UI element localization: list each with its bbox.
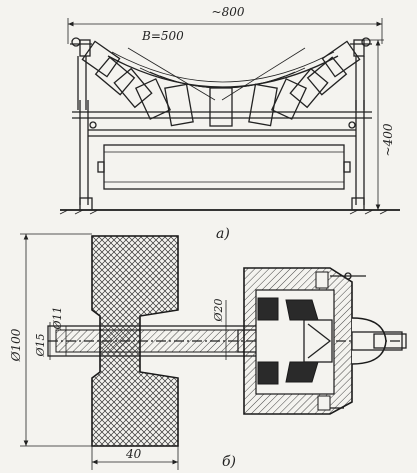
len40-label: 40 <box>125 447 142 461</box>
right-wing-bracket <box>350 37 372 110</box>
caption-b: б) <box>222 454 236 470</box>
roller <box>321 40 361 78</box>
left-wing-bracket <box>70 37 92 110</box>
conveyor-belt <box>107 55 339 88</box>
roller <box>113 67 153 109</box>
return-roller <box>97 144 351 190</box>
roller <box>164 83 194 127</box>
belt-leader-right <box>221 47 306 101</box>
roller <box>81 40 121 78</box>
roller <box>209 87 233 127</box>
dia11-label: Ø11 <box>51 306 64 330</box>
width-label: ~800 <box>212 5 245 19</box>
troughed-idler-view: ~800 B=500 ~400 <box>59 5 400 242</box>
dia15-label: Ø15 <box>34 333 47 357</box>
belt-width-label: B=500 <box>141 29 184 43</box>
roller <box>94 56 136 96</box>
bearing-housing <box>243 267 353 415</box>
roller <box>134 78 172 120</box>
caption-a: а) <box>216 226 230 242</box>
ground-base <box>59 197 400 215</box>
idler-frame <box>72 100 372 205</box>
bearings <box>257 297 333 385</box>
height-label: ~400 <box>381 123 395 156</box>
roller-section-view: Ø100 Ø15 Ø11 Ø20 <box>9 233 407 470</box>
dia100-label: Ø100 <box>9 328 23 362</box>
roller <box>270 78 308 120</box>
roller <box>306 56 348 96</box>
dia20-label: Ø20 <box>212 298 225 322</box>
roller <box>289 67 329 109</box>
belt-leader-left <box>127 47 216 101</box>
roller <box>248 83 278 127</box>
end-cap <box>330 272 407 409</box>
idler-rollers <box>81 40 361 127</box>
